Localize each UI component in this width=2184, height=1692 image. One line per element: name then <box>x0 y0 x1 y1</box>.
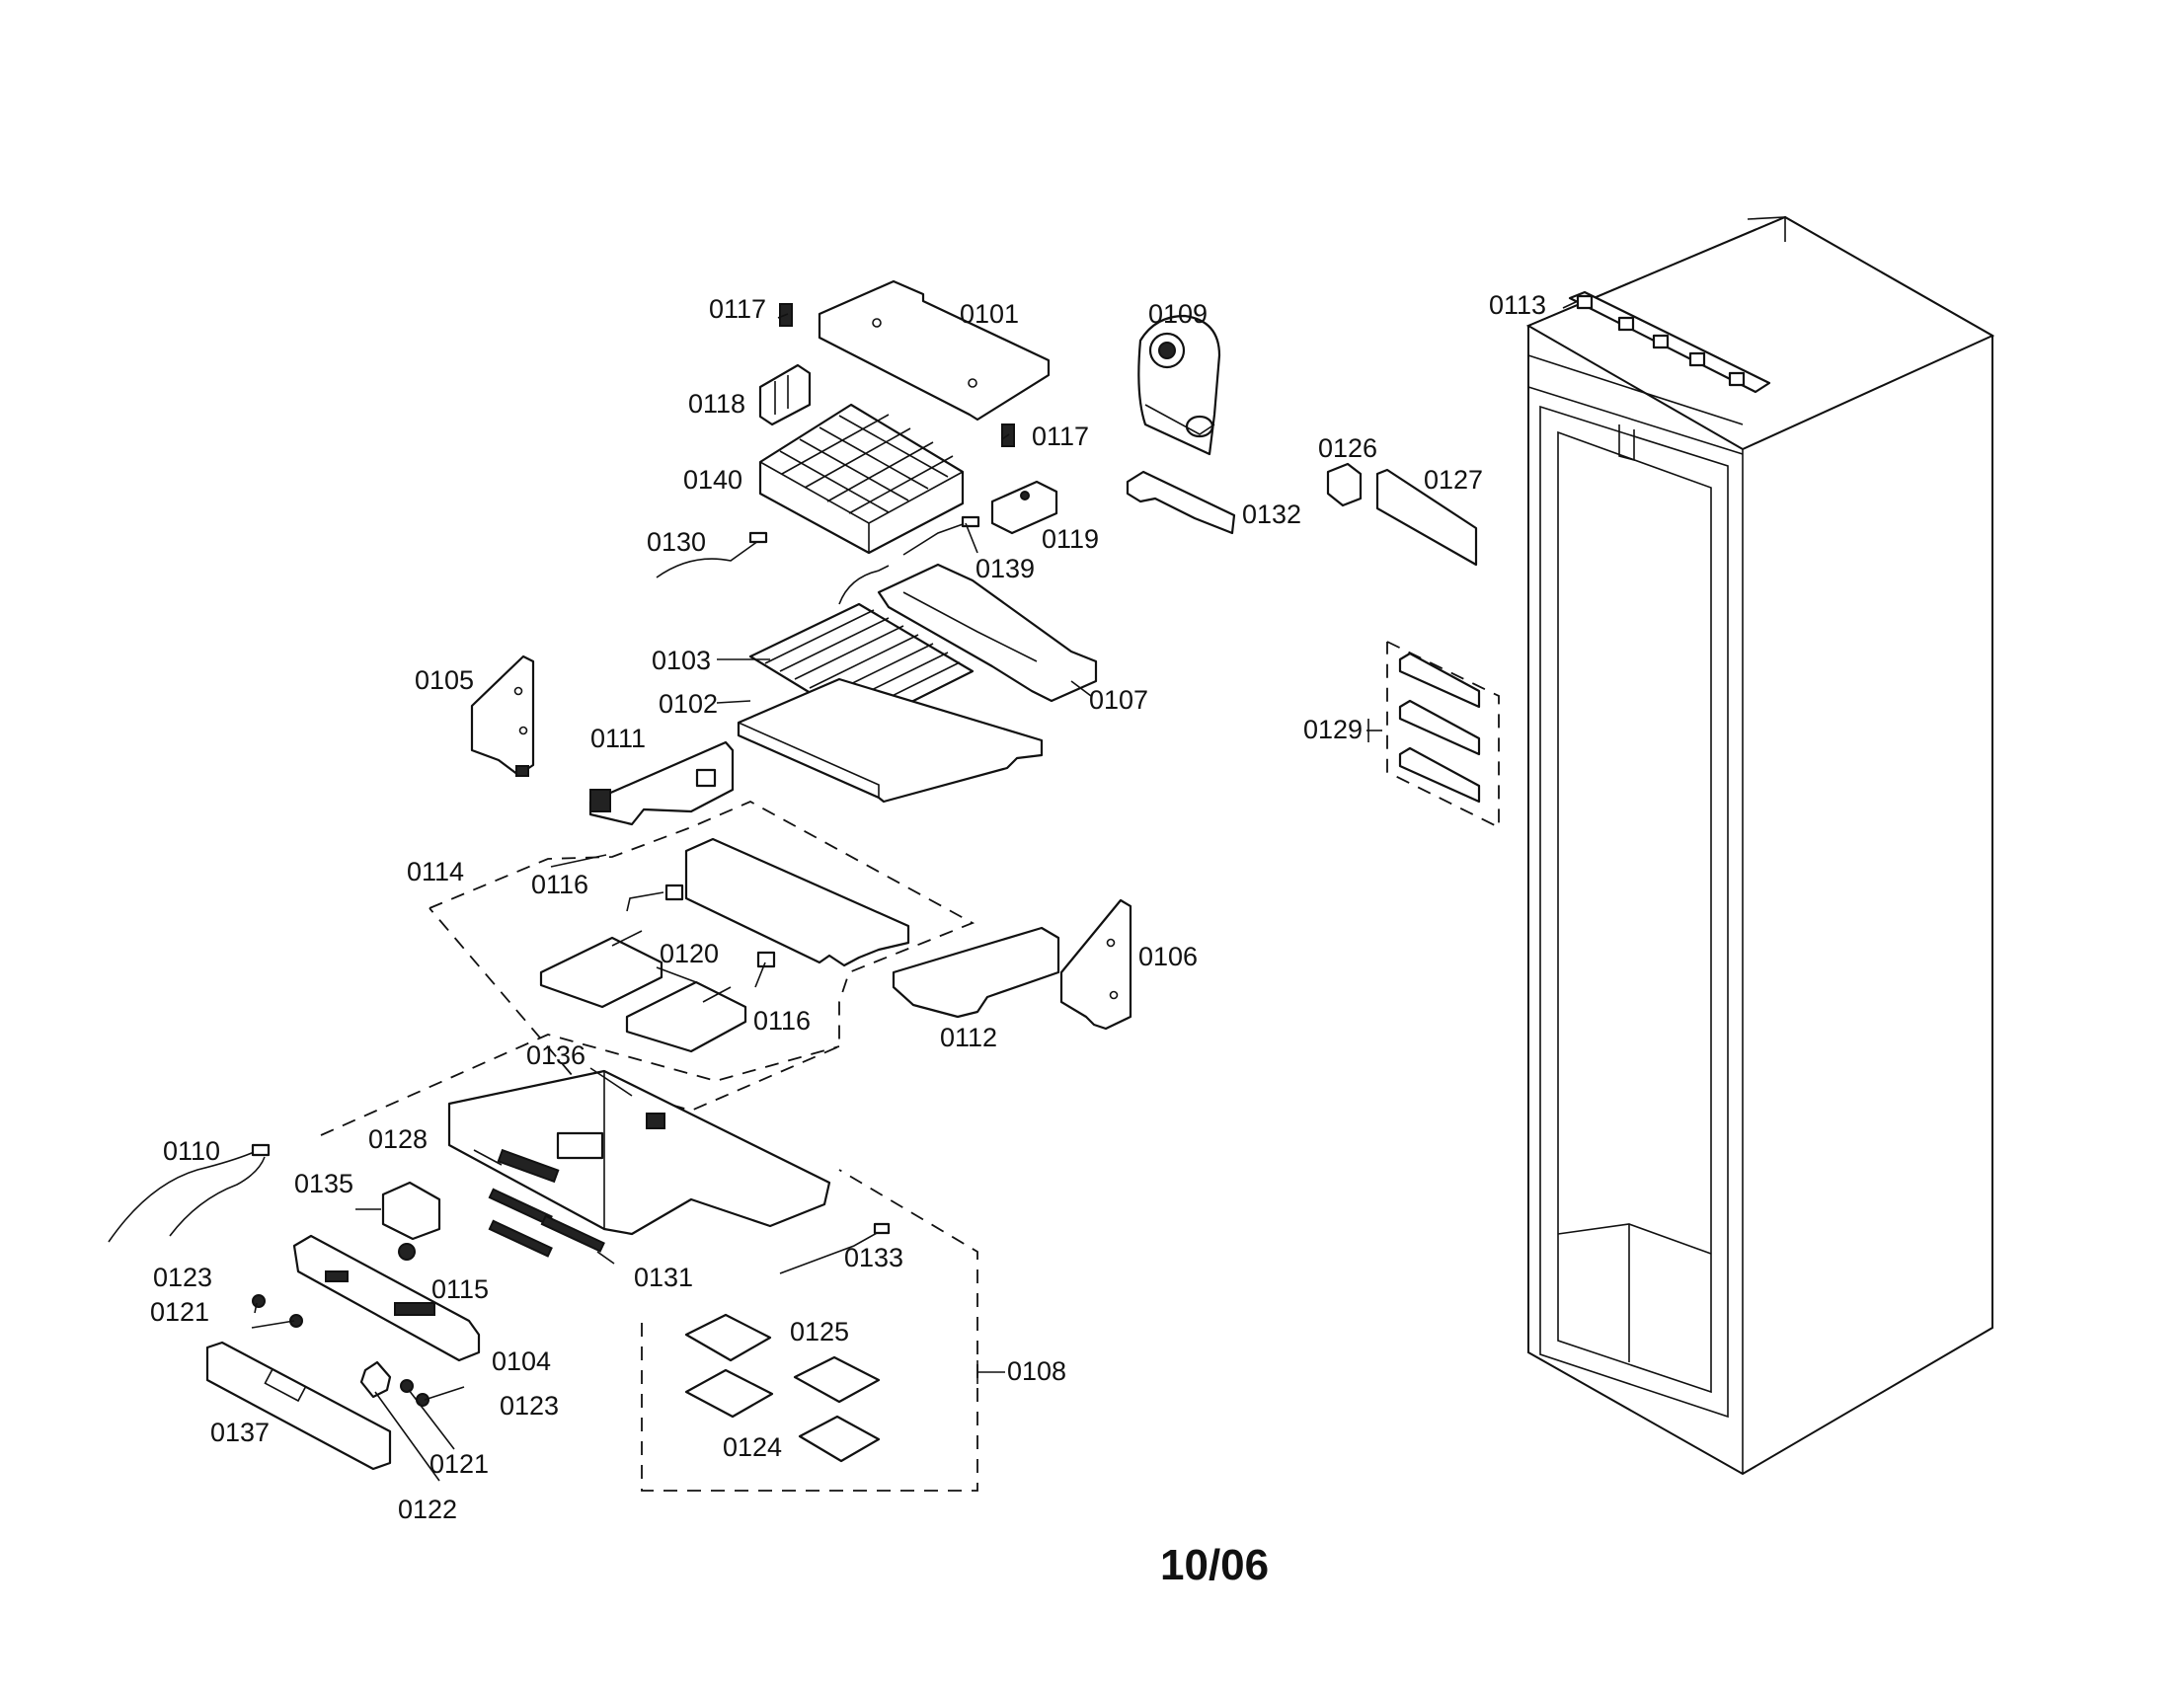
label-0136[interactable]: 0136 <box>526 1040 585 1070</box>
label-0116-top[interactable]: 0116 <box>531 870 588 899</box>
label-0111[interactable]: 0111 <box>590 724 646 753</box>
part-0136-illustration <box>320 1034 840 1236</box>
label-0110[interactable]: 0110 <box>163 1136 220 1166</box>
part-0115-illustration <box>398 1243 416 1261</box>
part-0139-illustration <box>902 515 980 556</box>
label-0114[interactable]: 0114 <box>407 857 464 886</box>
part-0119-illustration <box>990 480 1058 535</box>
label-0133[interactable]: 0133 <box>844 1243 903 1272</box>
label-0106[interactable]: 0106 <box>1138 942 1198 971</box>
part-0109-illustration <box>1137 314 1221 456</box>
label-0117-top[interactable]: 0117 <box>709 294 766 324</box>
label-0125[interactable]: 0125 <box>790 1317 849 1346</box>
label-0121-right[interactable]: 0121 <box>429 1449 489 1479</box>
part-0129-illustration <box>1386 641 1500 829</box>
label-0131[interactable]: 0131 <box>634 1263 693 1292</box>
label-0128[interactable]: 0128 <box>368 1124 428 1154</box>
part-0106-illustration <box>1059 898 1132 1031</box>
part-0112-illustration <box>892 926 1060 1019</box>
label-0102[interactable]: 0102 <box>659 689 718 719</box>
part-0127-illustration <box>1375 468 1478 567</box>
part-0140-illustration <box>758 403 965 555</box>
label-0105[interactable]: 0105 <box>415 665 474 695</box>
part-0110-illustration <box>108 1143 271 1243</box>
label-0123-right[interactable]: 0123 <box>500 1391 559 1421</box>
label-0103[interactable]: 0103 <box>652 646 711 675</box>
part-labels: 0101 0117 0109 0113 0118 0117 0126 0127 … <box>150 290 1546 1524</box>
leader-lines <box>251 300 1579 1482</box>
date-code: 10/06 <box>1160 1541 1269 1589</box>
part-0105-illustration <box>470 654 535 777</box>
label-0139[interactable]: 0139 <box>975 554 1035 583</box>
label-0121-left[interactable]: 0121 <box>150 1297 209 1327</box>
label-0127[interactable]: 0127 <box>1424 465 1483 495</box>
label-0108[interactable]: 0108 <box>1007 1356 1066 1386</box>
part-0132-illustration <box>1126 470 1236 535</box>
part-0118-illustration <box>758 363 812 426</box>
part-0107-illustration <box>877 563 1098 703</box>
part-0123a-illustration <box>252 1294 266 1308</box>
label-0107[interactable]: 0107 <box>1089 685 1148 715</box>
label-0129[interactable]: 0129 <box>1303 715 1363 744</box>
label-0124[interactable]: 0124 <box>723 1432 782 1462</box>
part-0133-illustration <box>779 1222 891 1274</box>
part-0137-illustration <box>205 1341 392 1471</box>
part-0126-illustration <box>1326 462 1363 507</box>
label-0132[interactable]: 0132 <box>1242 500 1301 529</box>
part-0101-illustration <box>818 279 1051 422</box>
label-0112[interactable]: 0112 <box>940 1023 997 1052</box>
label-0126[interactable]: 0126 <box>1318 433 1377 463</box>
part-0104-illustration <box>292 1234 481 1362</box>
label-0123-left[interactable]: 0123 <box>153 1263 212 1292</box>
label-0135[interactable]: 0135 <box>294 1169 353 1198</box>
label-0118[interactable]: 0118 <box>688 389 745 419</box>
part-0128-illustration <box>497 1148 560 1184</box>
label-0140[interactable]: 0140 <box>683 465 742 495</box>
part-0135-illustration <box>381 1181 441 1241</box>
part-0111-illustration <box>588 740 735 826</box>
label-0117-right[interactable]: 0117 <box>1032 422 1089 451</box>
label-0119[interactable]: 0119 <box>1042 524 1099 554</box>
label-0104[interactable]: 0104 <box>492 1346 551 1376</box>
part-0130-illustration <box>656 531 768 578</box>
label-0116-bottom[interactable]: 0116 <box>753 1006 811 1036</box>
part-0102-illustration <box>737 677 1044 804</box>
refrigerator-cabinet <box>1525 215 1995 1476</box>
label-0120[interactable]: 0120 <box>660 939 719 968</box>
label-0130[interactable]: 0130 <box>647 527 706 557</box>
part-0108-illustration <box>641 1169 978 1492</box>
part-0113-illustration <box>1568 290 1771 394</box>
label-0137[interactable]: 0137 <box>210 1418 270 1447</box>
part-0121b-illustration <box>400 1379 414 1393</box>
label-0109[interactable]: 0109 <box>1148 299 1208 329</box>
part-0131-illustration <box>488 1188 605 1258</box>
part-0122-illustration <box>359 1360 392 1399</box>
label-0101[interactable]: 0101 <box>960 299 1019 329</box>
label-0113[interactable]: 0113 <box>1489 290 1546 320</box>
label-0115[interactable]: 0115 <box>431 1274 489 1304</box>
label-0122[interactable]: 0122 <box>398 1495 457 1524</box>
